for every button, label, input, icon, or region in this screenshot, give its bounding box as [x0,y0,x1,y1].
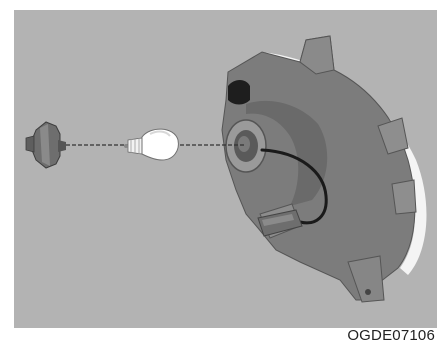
lamp-housing-icon [222,36,426,302]
socket-icon [26,122,66,168]
bulb-icon [124,129,178,160]
figure-code: OGDE07106 [347,328,435,344]
